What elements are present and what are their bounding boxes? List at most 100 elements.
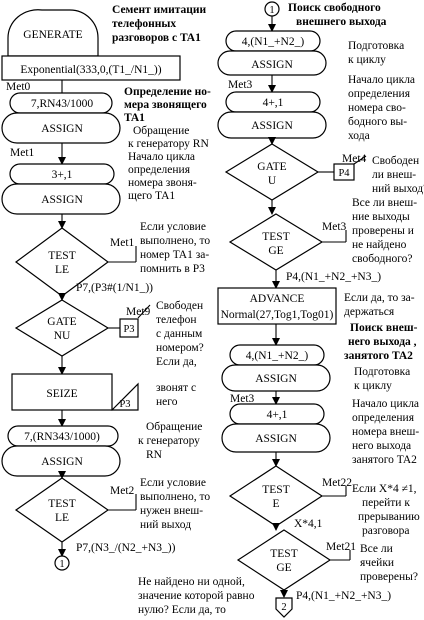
assign-1-bold-comment-3: TA1 <box>124 112 145 124</box>
test-block-2[interactable]: TEST LE <box>14 477 110 543</box>
test-1-comment-4: помнить в P3 <box>140 263 205 275</box>
advance-name: ADVANCE <box>250 293 305 305</box>
test-2-below: P7,(N3_/(N2_+N3_)) <box>76 542 176 554</box>
connector-2-out[interactable]: 2 <box>275 597 293 618</box>
right-label-met3: Met3 <box>228 79 253 91</box>
assign-block-3[interactable]: 7,(RN343/1000) ASSIGN <box>1 425 121 477</box>
assign-2-name: ASSIGN <box>41 194 83 206</box>
right-test-1-comment-1: Все ли внеш- <box>352 197 417 209</box>
right-assign-2-operand: 4+,1 <box>263 97 284 109</box>
test-1-operand: LE <box>55 264 69 276</box>
test-2-label: Met2 <box>110 485 135 497</box>
advance-block[interactable]: ADVANCE Normal(27,Tog1,Tog01) <box>217 287 337 325</box>
right-heading2-line-3: занятого TA2 <box>344 350 413 362</box>
assign-block-1[interactable]: 7,RN43/1000 ASSIGN <box>1 92 121 144</box>
generate-block[interactable]: GENERATE Exponential(333,0,(T1_/N1_)) <box>1 9 181 81</box>
label-met1: Met1 <box>10 147 35 159</box>
right-assign-4-comment-4: него выхода <box>352 440 411 452</box>
right-gate-comment-3: ний выход? <box>372 183 424 195</box>
right-assign-block-4[interactable]: 4+,1 ASSIGN <box>221 403 331 453</box>
left-heading-line-3: разговоров с TA1 <box>112 32 201 44</box>
test-2-name: TEST <box>48 498 75 510</box>
left-column: Семент имитации телефонных разговоров с … <box>1 4 211 571</box>
right-test-block-3[interactable]: TEST GE <box>236 529 332 591</box>
seize-comment-1: звонят с <box>156 382 196 394</box>
right-assign-3-name: ASSIGN <box>255 373 297 385</box>
right-assign-2-comment-1: Начало цикла <box>348 74 415 86</box>
left-heading-line-2: телефонных <box>112 18 176 30</box>
test-2-comment-2: выполнено, то <box>140 491 210 503</box>
assign-2-operand: 3+,1 <box>52 169 73 181</box>
test-2-comment-3: нужен внеш- <box>140 505 203 517</box>
seize-comment-2: него <box>156 396 178 408</box>
gate-1-label: Met9 <box>126 306 151 318</box>
advance-operand: Normal(27,Tog1,Tog01) <box>221 309 334 321</box>
test-1-comment-3: номер TA1 за- <box>140 249 209 261</box>
right-heading-line-2: внешнего выхода <box>296 16 387 28</box>
advance-comment-1: Если да, то за- <box>344 292 415 304</box>
right-assign-2-comment-4: бодного вы- <box>348 116 407 128</box>
gate-block-1[interactable]: GATE NU <box>14 299 110 357</box>
gate-1-comment-4: номером? <box>156 342 204 354</box>
right-assign-4-operand: 4+,1 <box>267 409 288 421</box>
right-assign-2-comment-2: определения <box>348 88 411 100</box>
assign-1-name: ASSIGN <box>41 123 83 135</box>
right-assign-4-comment-2: определения <box>352 412 415 424</box>
right-test-block-1[interactable]: TEST GE <box>228 213 324 271</box>
right-gate-comment-1: Свободен <box>372 155 419 167</box>
assign-1-comment-2: к генератору RN <box>128 138 209 150</box>
right-assign-3-comment-1: Подготовка <box>354 366 410 378</box>
right-test-1-comment-4: не найдено <box>352 239 407 251</box>
gate-1-name: GATE <box>47 316 76 328</box>
right-assign-4-comment-1: Начало цикла <box>352 398 419 410</box>
seize-block[interactable]: SEIZE P3 <box>11 373 139 411</box>
gate-1-param-box <box>119 318 139 338</box>
right-assign-1-name: ASSIGN <box>251 59 293 71</box>
right-label-met3b: Met3 <box>230 393 255 405</box>
connector-circle-1-out[interactable]: 1 <box>54 555 70 571</box>
right-test-2-label: Met22 <box>322 477 352 489</box>
assign-3-comment-3: RN <box>146 449 163 461</box>
assign-1-comment-1: Обращение <box>133 125 189 137</box>
right-test-2-name: TEST <box>262 484 289 496</box>
gate-1-box-label: P3 <box>123 324 134 335</box>
test-1-comment-2: выполнено, то <box>140 235 210 247</box>
right-assign-4-comment-5: занятого TA2 <box>352 454 417 466</box>
right-assign-3-operand: 4,(N1_+N2_) <box>246 350 309 362</box>
right-assign-block-2[interactable]: 4+,1 ASSIGN <box>217 91 327 139</box>
right-test-block-2[interactable]: TEST E <box>228 465 324 527</box>
right-test-3-comment-3: проверены? <box>360 571 418 583</box>
seize-flag-label: P3 <box>119 399 130 410</box>
right-test-1-label: Met3 <box>322 221 347 233</box>
assign-block-2[interactable]: 3+,1 ASSIGN <box>1 163 121 215</box>
right-test-2-below: X*4,1 <box>294 518 323 530</box>
gate-1-comment-5: Если да, <box>156 356 197 368</box>
right-test-3-name: TEST <box>270 548 297 560</box>
right-gate-block[interactable]: GATE U <box>224 143 320 201</box>
right-assign-3-comment-2: к циклу <box>354 380 392 392</box>
connector-circle-1-in[interactable]: 1 <box>264 1 280 17</box>
right-assign-block-1[interactable]: 4,(N1_+N2_) ASSIGN <box>217 30 327 76</box>
connector-2-label: 2 <box>281 602 286 613</box>
advance-comment-2: держаться <box>344 306 395 318</box>
assign-1-comment-4: определения <box>128 164 191 176</box>
test-block-1[interactable]: TEST LE <box>14 227 110 297</box>
assign-3-name: ASSIGN <box>41 456 83 468</box>
right-assign-block-3[interactable]: 4,(N1_+N2_) ASSIGN <box>221 344 331 392</box>
right-heading-line-1: Поиск свободного <box>288 2 381 14</box>
assign-1-comment-3: Начало цикла <box>128 151 195 163</box>
right-assign-2-name: ASSIGN <box>251 120 293 132</box>
test-1-below: P7,(P3#(1/N1_)) <box>76 282 153 294</box>
connector-1-in-label: 1 <box>269 5 274 16</box>
left-heading-line-1: Семент имитации <box>112 4 207 16</box>
right-test-1-comment-5: свободного? <box>352 253 413 265</box>
test-1-label: Met1 <box>110 237 135 249</box>
right-test-2-operand: E <box>272 498 279 510</box>
test-1-name: TEST <box>48 250 75 262</box>
right-gate-name: GATE <box>257 161 286 173</box>
right-gate-operand: U <box>268 175 277 187</box>
right-gate-comment-2: ли внеш- <box>372 169 416 181</box>
bottom-note-line-1: Не найдено ни одной, <box>138 576 245 588</box>
assign-3-comment-2: к генератору <box>138 435 200 447</box>
generate-name: GENERATE <box>23 29 82 41</box>
